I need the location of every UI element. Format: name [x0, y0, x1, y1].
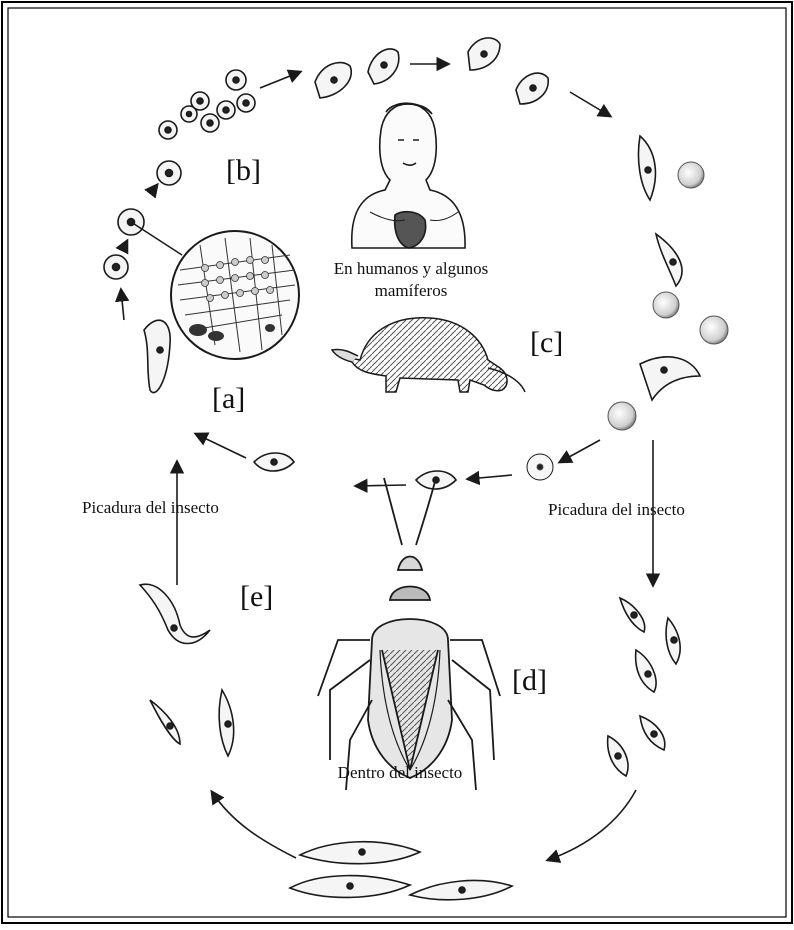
- caption-inside-insect: Dentro del insecto: [338, 763, 463, 782]
- cycle-arrows-lower: [212, 790, 636, 860]
- label-a: [a]: [212, 382, 245, 415]
- caption-humans-line2: mamíferos: [375, 281, 448, 300]
- label-b: [b]: [226, 154, 261, 187]
- sphere-cells-right: [527, 162, 728, 480]
- caption-bite-right: Picadura del insecto: [548, 500, 685, 519]
- label-e: [e]: [240, 580, 273, 613]
- label-d: [d]: [512, 664, 547, 697]
- insect-figure: [318, 478, 500, 790]
- human-figure: [352, 103, 465, 248]
- label-c: [c]: [530, 326, 563, 359]
- caption-humans-line1: En humanos y algunos: [334, 259, 488, 278]
- caption-bite-left: Picadura del insecto: [82, 498, 219, 517]
- armadillo-figure: [332, 318, 525, 392]
